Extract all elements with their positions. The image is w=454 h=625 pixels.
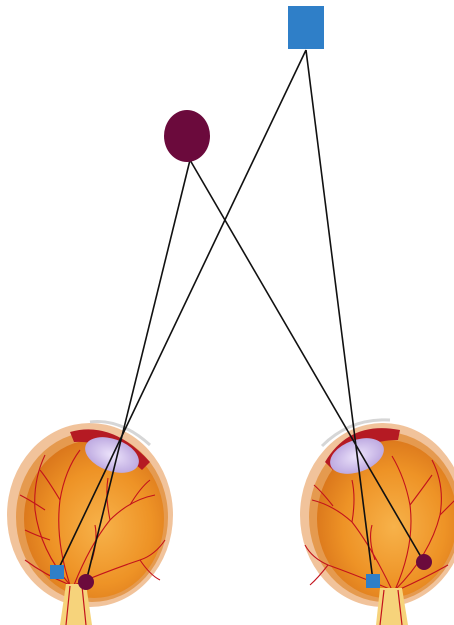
circle-object-icon (164, 110, 210, 162)
left-retina-circle-image (78, 574, 94, 590)
right-eye-illustration (300, 420, 454, 625)
right-retina-circle-image (416, 554, 432, 570)
right-retina-square-image (366, 574, 380, 588)
square-object-icon (288, 6, 324, 49)
left-retina-square-image (50, 565, 64, 579)
left-eye-illustration (7, 421, 173, 625)
